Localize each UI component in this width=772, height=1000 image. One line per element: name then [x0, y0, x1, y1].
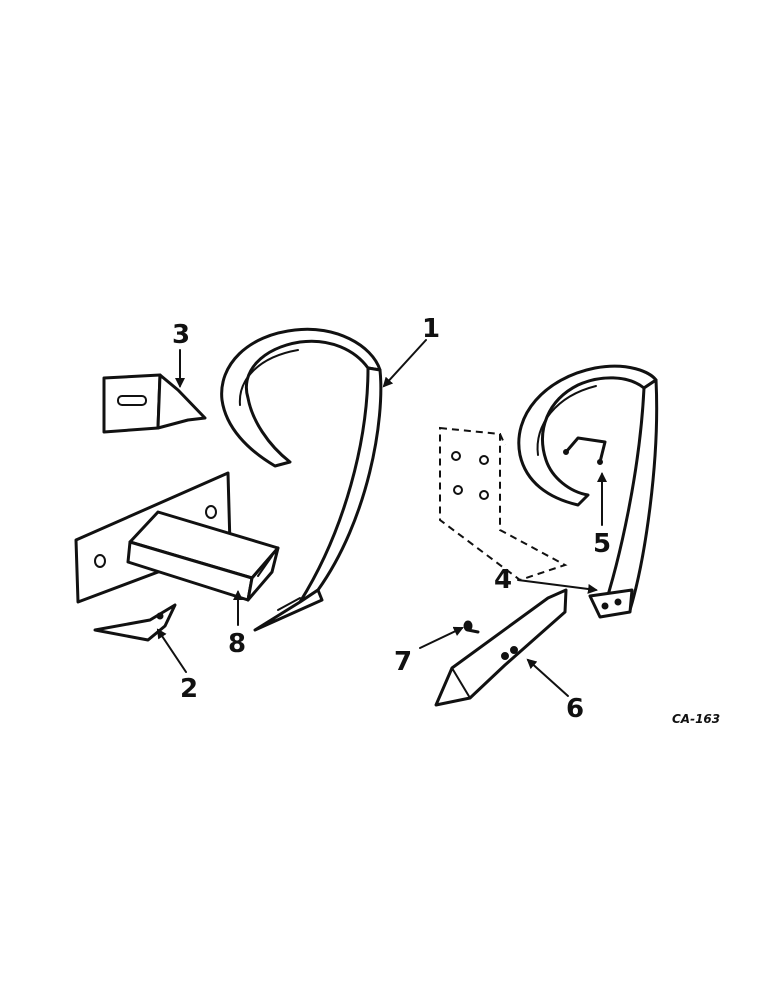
callout-5: 5	[593, 529, 611, 559]
callout-3: 3	[172, 320, 190, 350]
plate-part-2	[93, 603, 177, 642]
figure-code: CA-163	[672, 712, 720, 726]
callout-6: 6	[566, 694, 584, 724]
callout-8: 8	[228, 629, 246, 659]
spring-shank-part-4	[517, 364, 659, 619]
spring-shank-part-1	[220, 327, 383, 632]
phantom-bracket	[439, 426, 568, 582]
callout-1: 1	[422, 314, 440, 344]
mounting-bracket	[74, 471, 280, 604]
callout-2: 2	[180, 674, 198, 704]
shovel-part-6	[434, 588, 568, 707]
u-bolt-part-5	[563, 436, 607, 465]
angle-clip-part-3	[102, 373, 207, 434]
callout-4: 4	[494, 565, 512, 595]
leader-lines	[156, 339, 607, 697]
bolt-part-7	[463, 620, 480, 634]
callout-7: 7	[394, 647, 412, 677]
